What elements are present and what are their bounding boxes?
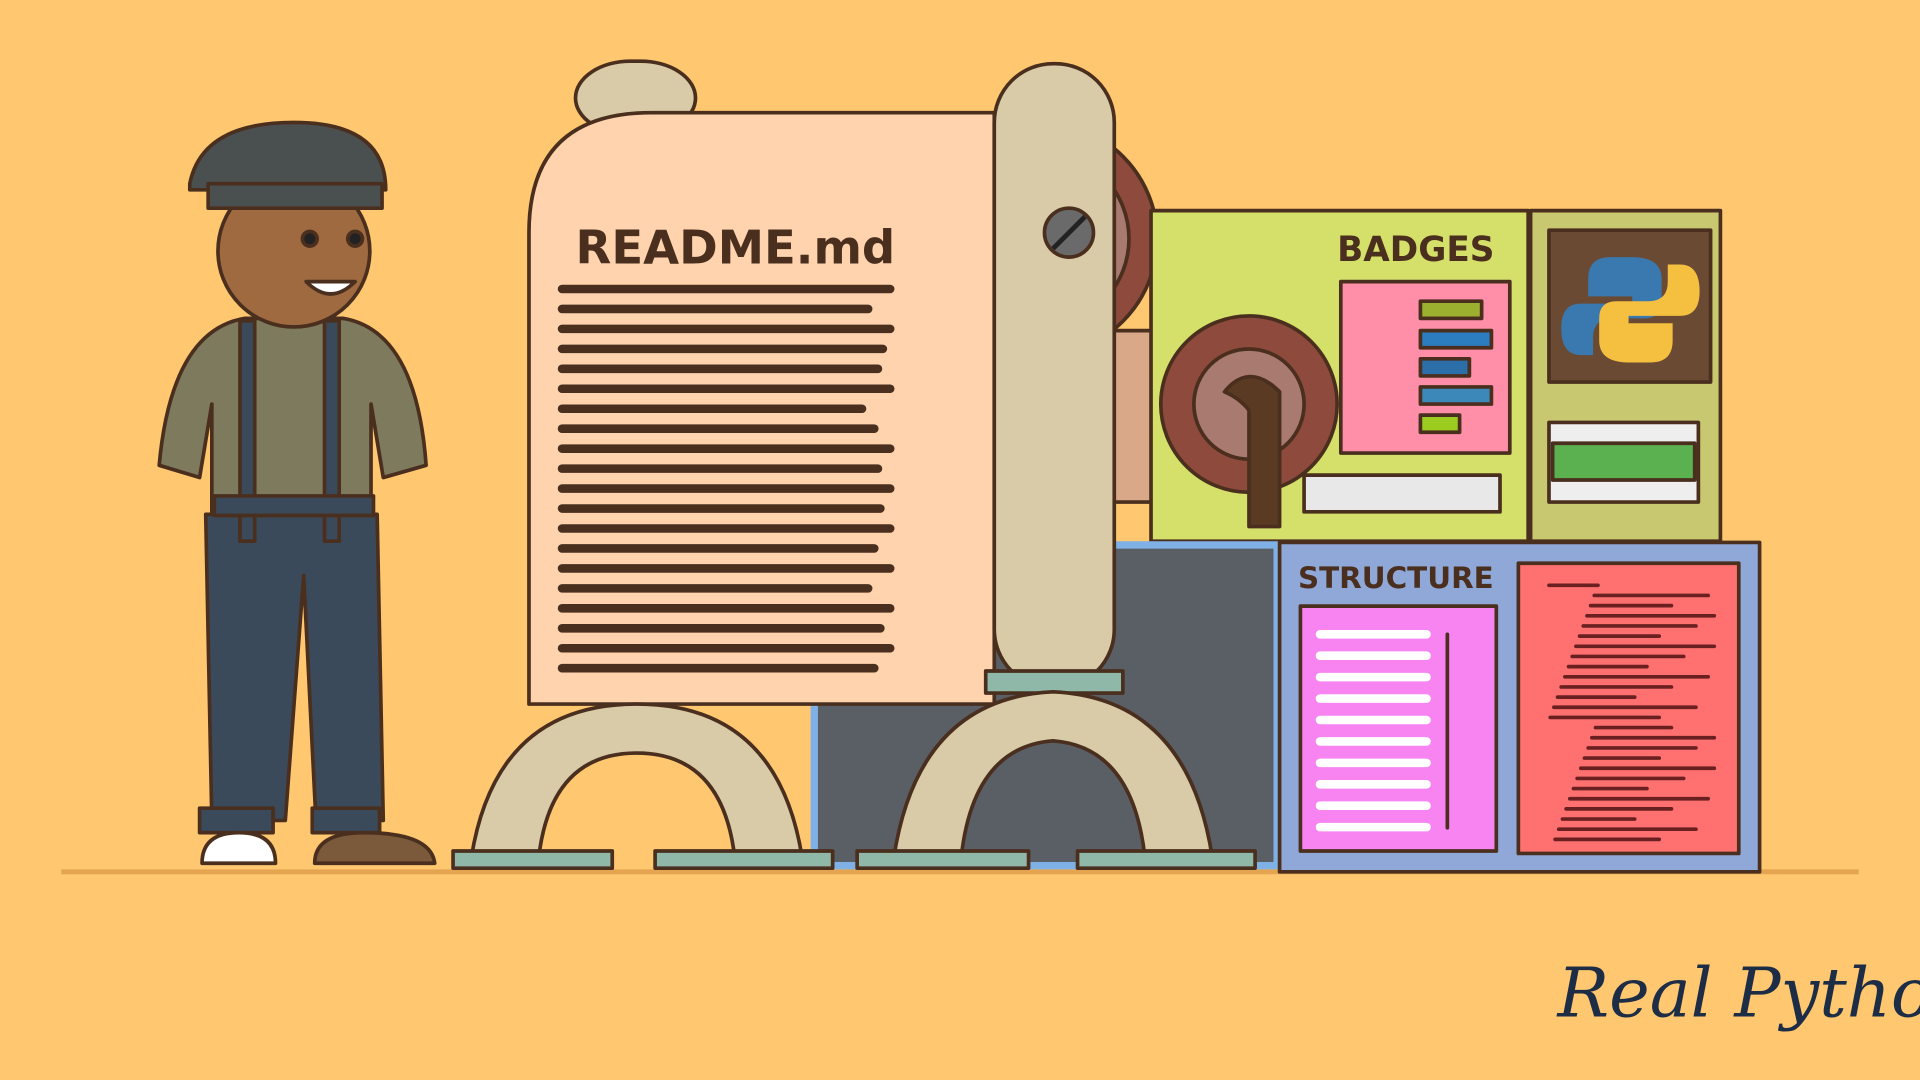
person: [157, 120, 437, 866]
badge-bar: [1418, 413, 1462, 435]
badge-bar: [1418, 299, 1484, 321]
front-foot: [892, 690, 1215, 859]
rail: [1302, 473, 1502, 514]
readme-title: README.md: [576, 220, 896, 274]
structure-title: STRUCTURE: [1298, 561, 1494, 595]
badges-title: BADGES: [1337, 230, 1494, 270]
pipe: [1222, 374, 1282, 529]
badge-bar: [1418, 385, 1494, 406]
badge-bar: [1418, 356, 1472, 378]
badge-bar: [1418, 328, 1494, 350]
python-logo-icon: [1561, 257, 1700, 363]
back-foot: [469, 702, 804, 859]
structure-tree-board: [1298, 604, 1499, 853]
real-python-logo: Real Python: [1556, 953, 1920, 1033]
front-pillar: [992, 61, 1117, 690]
